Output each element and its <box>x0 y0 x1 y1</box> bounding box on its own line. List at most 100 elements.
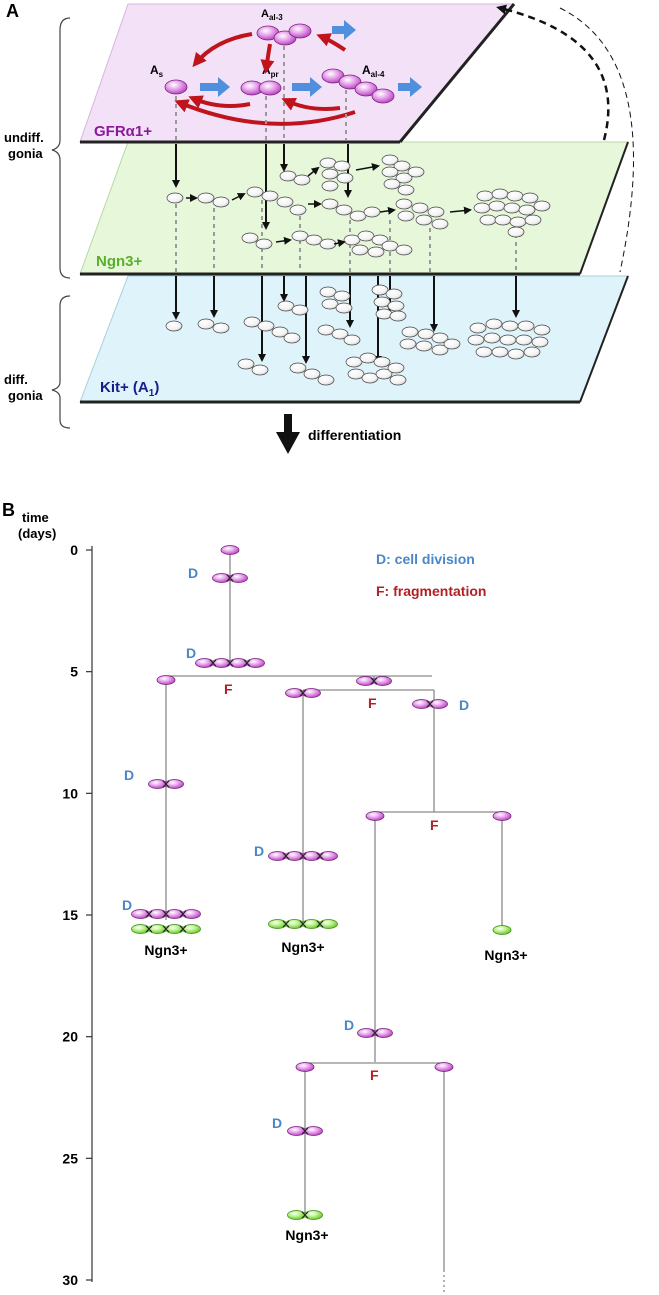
differentiation-arrow <box>276 414 300 454</box>
gfr-cell <box>229 658 248 668</box>
label-as: As <box>150 63 164 79</box>
intercellular-bridge <box>370 677 378 685</box>
gfr-cells <box>164 23 395 104</box>
intercellular-bridge <box>301 1211 309 1219</box>
gfr-cell <box>302 851 321 861</box>
label-aal4: Aal-4 <box>362 63 385 79</box>
gfr-cell <box>182 909 201 919</box>
intercellular-bridge <box>299 920 307 928</box>
feedback-arrow-thick <box>496 4 610 141</box>
division-mark: D <box>122 897 132 913</box>
diff-label-line2: gonia <box>8 388 43 403</box>
division-mark: D <box>344 1017 354 1033</box>
kit-plane-label: Kit+ (A1) <box>100 379 159 399</box>
ngn3-cell <box>165 924 184 934</box>
intercellular-bridge <box>371 1029 379 1037</box>
gfr-cell <box>429 699 448 709</box>
gfr-cell <box>412 699 431 709</box>
gfr-plane-label: GFRα1+ <box>94 123 152 140</box>
intercellular-bridge <box>282 852 290 860</box>
fragmentation-mark: F <box>224 681 233 697</box>
gfr-cell <box>285 688 304 698</box>
intercellular-bridge <box>209 659 217 667</box>
ngn3-cell <box>148 924 167 934</box>
gfr-cell <box>165 779 184 789</box>
ngn3-cell <box>304 1210 323 1220</box>
fragmentation-mark: F <box>370 1067 379 1083</box>
downward-arrows <box>172 144 520 364</box>
division-mark: D <box>124 767 134 783</box>
axis-tick-label: 25 <box>62 1150 78 1166</box>
ngn3-plane-label: Ngn3+ <box>96 253 143 270</box>
intercellular-bridge <box>162 925 170 933</box>
intercellular-bridge <box>299 852 307 860</box>
gfr-cell <box>220 545 240 555</box>
fragmentation-mark: F <box>368 695 377 711</box>
intercellular-bridge <box>145 910 153 918</box>
fragmentation-arrows <box>174 32 356 126</box>
ngn3-cell <box>182 924 201 934</box>
ngn3-outcome-label: Ngn3+ <box>281 939 324 955</box>
intercellular-bridge <box>243 659 251 667</box>
gfr-cell <box>374 1028 393 1038</box>
division-mark: D <box>188 565 198 581</box>
intercellular-bridge <box>299 689 307 697</box>
axis-title-line2: (days) <box>18 526 56 541</box>
ngn3-progress-arrows <box>186 163 472 248</box>
undiff-label-line1: undiff. <box>4 130 44 145</box>
gfr-cell <box>373 676 392 686</box>
gfr-cell <box>148 909 167 919</box>
intercellular-bridge <box>179 925 187 933</box>
gfr-cell <box>357 1028 376 1038</box>
undiff-bracket <box>51 17 71 279</box>
ngn3-cells <box>166 154 551 258</box>
division-mark: D <box>254 843 264 859</box>
intercellular-bridge <box>426 700 434 708</box>
gfr-cell <box>195 658 214 668</box>
gfr-cell <box>365 811 385 821</box>
axis-tick-label: 30 <box>62 1272 78 1288</box>
intercellular-bridge <box>301 1127 309 1135</box>
intercellular-bridge <box>226 574 234 582</box>
ngn3-outcome-label: Ngn3+ <box>285 1227 328 1243</box>
fragmentation-mark: F <box>430 817 439 833</box>
ngn3-cell <box>319 919 338 929</box>
gfr-cell <box>302 688 321 698</box>
panel-a-label: A <box>6 1 19 21</box>
guide-lines <box>175 46 517 272</box>
intercellular-bridge <box>316 920 324 928</box>
ngn3-cell <box>285 919 304 929</box>
gfr-cell <box>148 779 167 789</box>
gfr-cell <box>246 658 265 668</box>
diff-bracket <box>51 295 71 429</box>
gfr-cell <box>156 675 176 685</box>
panel-b-label: B <box>2 500 15 520</box>
gfr-cell <box>229 573 248 583</box>
gfr-cell <box>131 909 150 919</box>
progression-arrows <box>200 20 422 97</box>
gfr-cell <box>212 658 231 668</box>
intercellular-bridge <box>162 780 170 788</box>
ngn3-outcome-label: Ngn3+ <box>484 947 527 963</box>
axis-tick-label: 0 <box>70 542 78 558</box>
gfr-cell <box>212 573 231 583</box>
differentiation-label: differentiation <box>308 427 401 443</box>
gfr-cell <box>295 1062 315 1072</box>
legend-fragmentation: F: fragmentation <box>376 583 486 599</box>
gfr-cell <box>304 1126 323 1136</box>
gfr-cell <box>356 676 375 686</box>
kit-cells <box>165 284 551 386</box>
gfr-cell <box>165 909 184 919</box>
intercellular-bridge <box>162 910 170 918</box>
gfr-cell <box>285 851 304 861</box>
intercellular-bridge <box>145 925 153 933</box>
axis-title-line1: time <box>22 510 49 525</box>
ngn3-cell <box>287 1210 306 1220</box>
axis-tick-label: 5 <box>70 664 78 680</box>
label-aal3: Aal-3 <box>261 8 283 22</box>
gfr-cell <box>434 1062 454 1072</box>
gfr-cell <box>268 851 287 861</box>
intercellular-bridge <box>282 920 290 928</box>
diff-label-line1: diff. <box>4 372 28 387</box>
